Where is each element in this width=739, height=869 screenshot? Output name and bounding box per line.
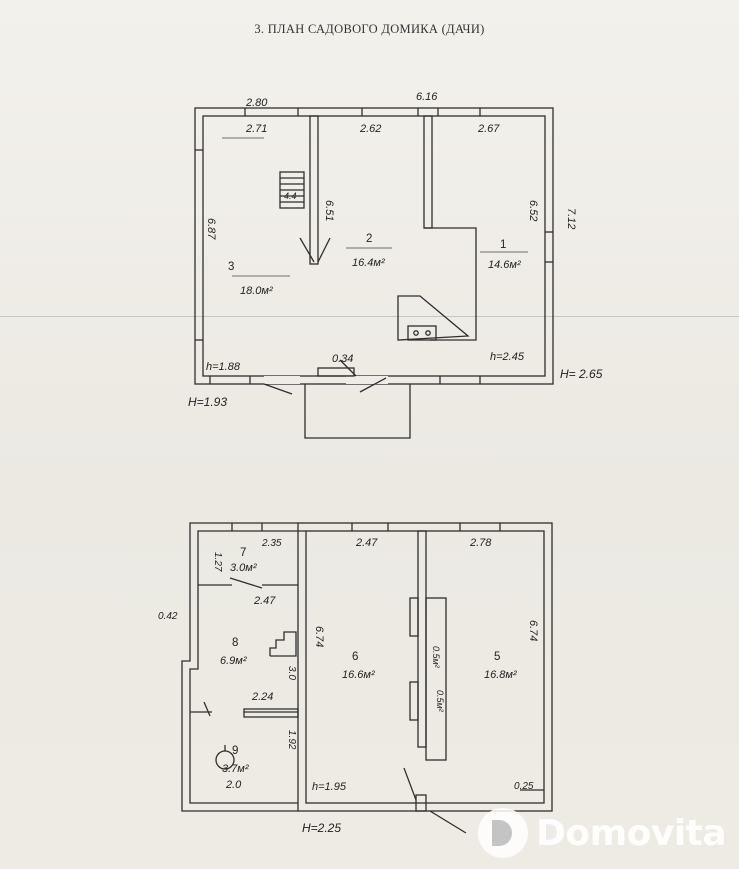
watermark-text: Domovita: [536, 812, 727, 854]
room-5-area: 16.8м²: [484, 669, 517, 681]
dim-room5-side: 6.74: [527, 620, 539, 642]
dim-outer-left: 0.42: [158, 611, 178, 622]
H-right: H= 2.65: [560, 367, 603, 381]
domovita-logo-icon: [478, 808, 528, 858]
dim-door: 0.34: [332, 353, 354, 365]
H-left: H=1.93: [188, 395, 228, 409]
dim-corner: 0.25: [514, 781, 534, 792]
dim-room6-top: 2.47: [356, 537, 378, 549]
dim-top-total: 6.16: [416, 91, 438, 103]
room-7-number: 7: [240, 547, 247, 559]
room-2-area: 16.4м²: [352, 257, 385, 269]
dim-outer-right: 7.12: [565, 208, 577, 230]
dim-room9-side: 1.92: [286, 730, 297, 750]
dim-room9-bottom: 2.0: [226, 779, 242, 791]
dim-room1-top: 2.67: [478, 123, 500, 135]
dim-room7-side: 1.27: [212, 552, 223, 572]
paper-fold-line: [0, 316, 739, 317]
domovita-watermark: Domovita: [478, 808, 728, 858]
dim-room7-bottom: 2.47: [254, 595, 276, 607]
room-2-number: 2: [366, 233, 373, 245]
room-6-number: 6: [352, 651, 359, 663]
dim-room9-top: 2.24: [252, 691, 274, 703]
dim-room2-side: 6.51: [323, 200, 335, 222]
dim-room3-side: 6.87: [205, 218, 217, 240]
room-3-number: 3: [228, 261, 235, 273]
dim-room3-top: 2.71: [246, 123, 268, 135]
dim-room2-top: 2.62: [360, 123, 382, 135]
room-5-number: 5: [494, 651, 501, 663]
lower-floor-walls: [181, 522, 553, 834]
upper-floor-walls: [194, 107, 554, 439]
dim-room7-top: 2.35: [262, 538, 282, 549]
height-mid: h=1.95: [312, 781, 346, 793]
room-7-area: 3.0м²: [230, 562, 257, 574]
dim-room8-side: 3.0: [286, 666, 297, 680]
height-right: h=2.45: [490, 351, 524, 363]
room-6-area: 16.6м²: [342, 669, 375, 681]
document-title: 3. ПЛАН САДОВОГО ДОМИКА (ДАЧИ): [254, 22, 485, 36]
dim-room1-side: 6.52: [527, 200, 539, 222]
room-1-area: 14.6м²: [488, 259, 521, 271]
room-9-number: 9: [232, 745, 239, 757]
room-8-number: 8: [232, 637, 239, 649]
room-1-number: 1: [500, 239, 507, 251]
height-left: h=1.88: [206, 361, 240, 373]
dim-stair: 4.4: [284, 191, 297, 201]
dim-top-left: 2.80: [246, 97, 268, 109]
room-9-area: 3.7м²: [222, 763, 249, 775]
small-area-2: 0.5м²: [435, 690, 445, 712]
room-3-area: 18.0м²: [240, 285, 273, 297]
dim-room6-side: 6.74: [313, 626, 325, 648]
dim-room5-top: 2.78: [470, 537, 492, 549]
small-area-1: 0.5м²: [431, 646, 441, 668]
H-bottom: H=2.25: [302, 821, 342, 835]
room-8-area: 6.9м²: [220, 655, 247, 667]
